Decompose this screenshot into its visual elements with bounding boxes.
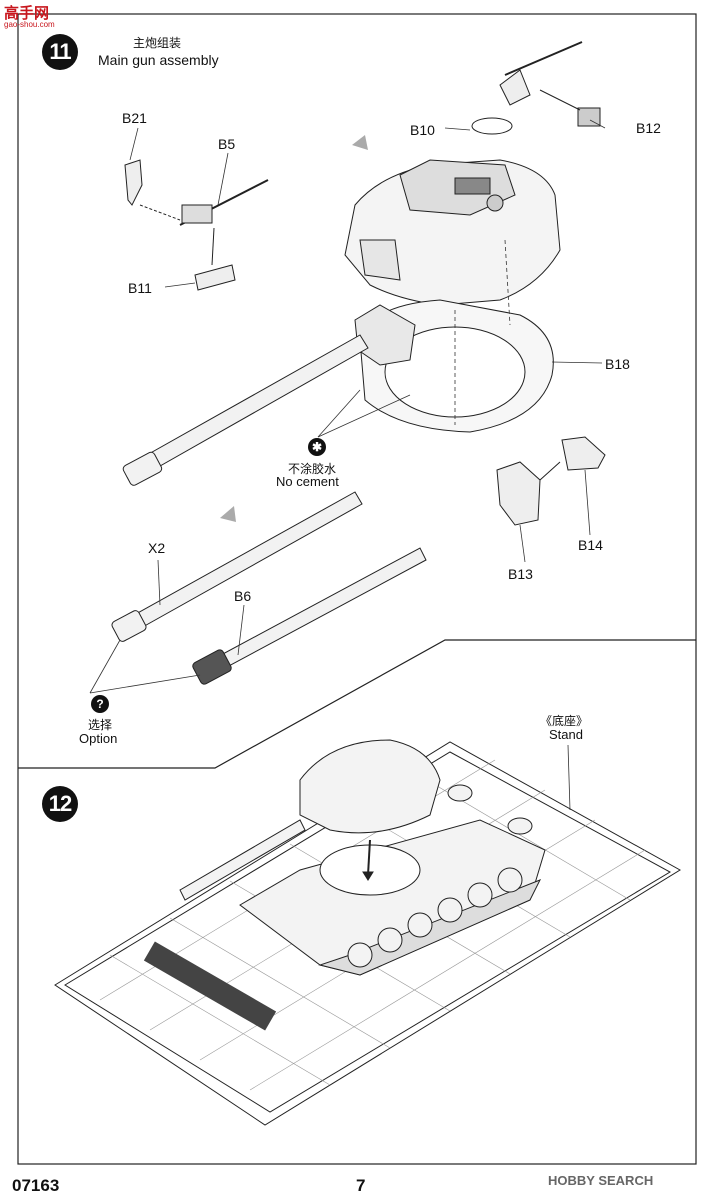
- label-b13: B13: [508, 566, 533, 582]
- label-b12: B12: [636, 120, 661, 136]
- label-b14: B14: [578, 537, 603, 553]
- tank-drawing: [179, 739, 546, 976]
- mantlet-parts-drawing: [496, 436, 606, 526]
- step-11-title-zh: 主炮组装: [133, 36, 182, 50]
- option-question-icon: ?: [91, 695, 109, 713]
- step-11-title-en: Main gun assembly: [98, 52, 219, 68]
- label-b10: B10: [410, 122, 435, 138]
- step-11-badge: 11: [42, 34, 78, 70]
- no-cement-zh: 不涂胶水: [288, 462, 337, 476]
- label-x2: X2: [148, 540, 166, 556]
- label-b5: B5: [218, 136, 236, 152]
- stand-label-zh: 《底座》: [540, 714, 589, 728]
- stand-leader: [567, 744, 571, 811]
- no-cement-en: No cement: [276, 474, 339, 489]
- option-zh: 选择: [88, 718, 113, 732]
- hobby-search-watermark: HOBBY SEARCH: [548, 1173, 654, 1188]
- page-number: 7: [356, 1176, 366, 1195]
- turret-upper-drawing: [344, 159, 561, 306]
- watermark-url: gao-shou.com: [4, 20, 55, 29]
- product-code: 07163: [12, 1176, 60, 1195]
- label-b21: B21: [122, 110, 147, 126]
- option-barrels-drawing: [111, 491, 427, 685]
- watermark-logo: 高手网: [4, 5, 50, 22]
- option-en: Option: [79, 731, 118, 746]
- label-b18: B18: [605, 356, 630, 372]
- stand-label-en: Stand: [549, 727, 583, 742]
- label-b6: B6: [234, 588, 252, 604]
- no-cement-icon: ✱: [308, 438, 326, 456]
- aa-mg-drawing: [471, 41, 601, 135]
- stand-nameplate: [143, 941, 277, 1031]
- step-12-badge: 12: [42, 786, 78, 822]
- direction-arrows: [220, 135, 368, 522]
- leader-lines: [89, 119, 606, 694]
- machine-gun-drawing: [124, 159, 269, 291]
- barrel-assembled-drawing: [122, 334, 369, 486]
- label-b11: B11: [128, 280, 152, 296]
